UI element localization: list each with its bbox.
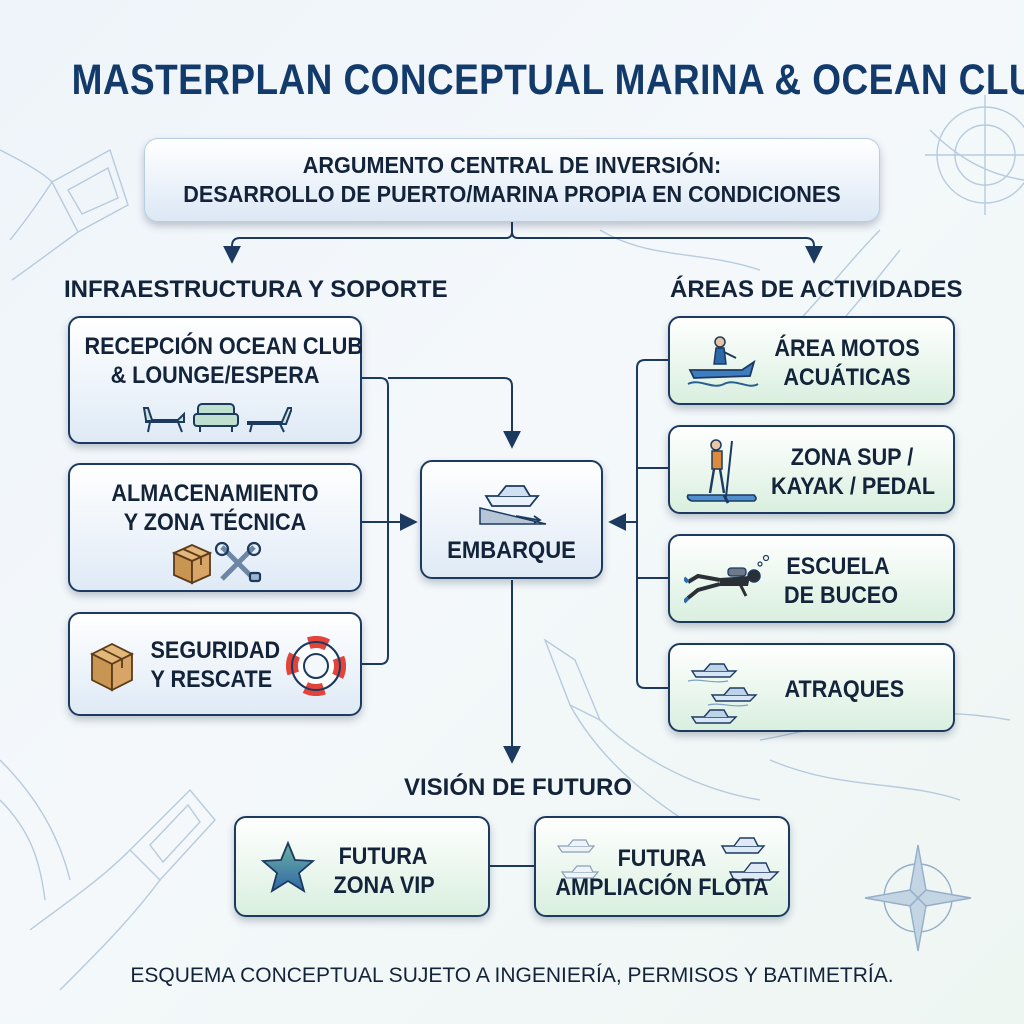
node-label-line-1: ESCUELA (786, 553, 890, 580)
star-icon (260, 840, 316, 893)
storage-icons (171, 541, 262, 585)
moored-boats-icon (687, 663, 758, 724)
central-argument-line-1: ARGUMENTO CENTRAL DE INVERSIÓN: (302, 152, 722, 178)
central-argument-line-2: DESARROLLO DE PUERTO/MARINA PROPIA EN CO… (183, 181, 841, 207)
node-almacenamiento-zona-tecnica: ALMACENAMIENTO Y ZONA TÉCNICA (68, 463, 362, 592)
hub-label: EMBARQUE (447, 537, 576, 564)
background-compass-sketch-icon (925, 95, 1024, 215)
tools-icon (214, 541, 262, 583)
scuba-diver-icon (684, 554, 770, 604)
node-label-line-2: ZONA VIP (333, 872, 435, 899)
node-area-motos-acuaticas: ÁREA MOTOS ACUÁTICAS (668, 316, 955, 405)
node-label-line-1: FUTURA (617, 845, 707, 872)
node-label-line-1: ATRAQUES (784, 676, 905, 703)
node-label-line-2: Y ZONA TÉCNICA (123, 509, 307, 536)
node-seguridad-rescate: SEGURIDAD Y RESCATE (68, 612, 362, 716)
node-embarque-hub: EMBARQUE (420, 460, 603, 579)
node-atraques: ATRAQUES (668, 643, 955, 732)
cardboard-box-icon (89, 642, 135, 692)
paddleboard-icon (686, 439, 757, 504)
node-label-line-1: ZONA SUP / (790, 444, 914, 471)
left-column-heading: INFRAESTRUCTURA Y SOPORTE (64, 276, 448, 303)
yacht-fleet-icon (556, 837, 780, 881)
background-boat-sketch-icon (0, 148, 129, 281)
node-label-line-1: FUTURA (338, 843, 428, 870)
boat-ramp-icon (479, 485, 547, 525)
node-zona-sup-kayak-pedal: ZONA SUP / KAYAK / PEDAL (668, 425, 955, 514)
node-label-line-2: AMPLIACIÓN FLOTA (555, 874, 769, 901)
footer-disclaimer: ESQUEMA CONCEPTUAL SUJETO A INGENIERÍA, … (130, 964, 894, 987)
node-label-line-2: KAYAK / PEDAL (771, 473, 936, 500)
node-futura-zona-vip: FUTURA ZONA VIP (234, 816, 490, 917)
central-argument-box: ARGUMENTO CENTRAL DE INVERSIÓN: DESARROL… (144, 138, 880, 222)
lounge-icons (142, 403, 292, 433)
node-label-line-2: & LOUNGE/ESPERA (110, 362, 320, 389)
right-column-heading: ÁREAS DE ACTIVIDADES (670, 276, 963, 303)
node-futura-ampliacion-flota: FUTURA AMPLIACIÓN FLOTA (534, 816, 790, 917)
node-label-line-1: ALMACENAMIENTO (111, 480, 319, 507)
page-title: MASTERPLAN CONCEPTUAL MARINA & OCEAN CLU… (71, 56, 1024, 104)
cardboard-box-icon (171, 544, 213, 585)
node-label-line-2: Y RESCATE (150, 666, 273, 693)
background-boat-sketch-icon (0, 759, 216, 991)
node-label-line-1: ÁREA MOTOS (774, 335, 920, 362)
node-recepcion-ocean-club: RECEPCIÓN OCEAN CLUB & LOUNGE/ESPERA (68, 316, 363, 444)
sun-lounger-icon (142, 407, 185, 433)
node-label-line-2: DE BUCEO (784, 582, 899, 609)
sun-lounger-icon (247, 407, 292, 433)
node-label-line-2: ACUÁTICAS (783, 364, 911, 391)
compass-rose-icon (864, 844, 972, 952)
jet-ski-icon (687, 336, 759, 387)
life-ring-icon (286, 636, 346, 696)
future-heading: VISIÓN DE FUTURO (404, 774, 633, 801)
node-label-line-1: SEGURIDAD (150, 637, 281, 664)
sofa-icon (193, 403, 239, 432)
node-escuela-de-buceo: ESCUELA DE BUCEO (668, 534, 955, 623)
node-label-line-1: RECEPCIÓN OCEAN CLUB (84, 333, 363, 360)
